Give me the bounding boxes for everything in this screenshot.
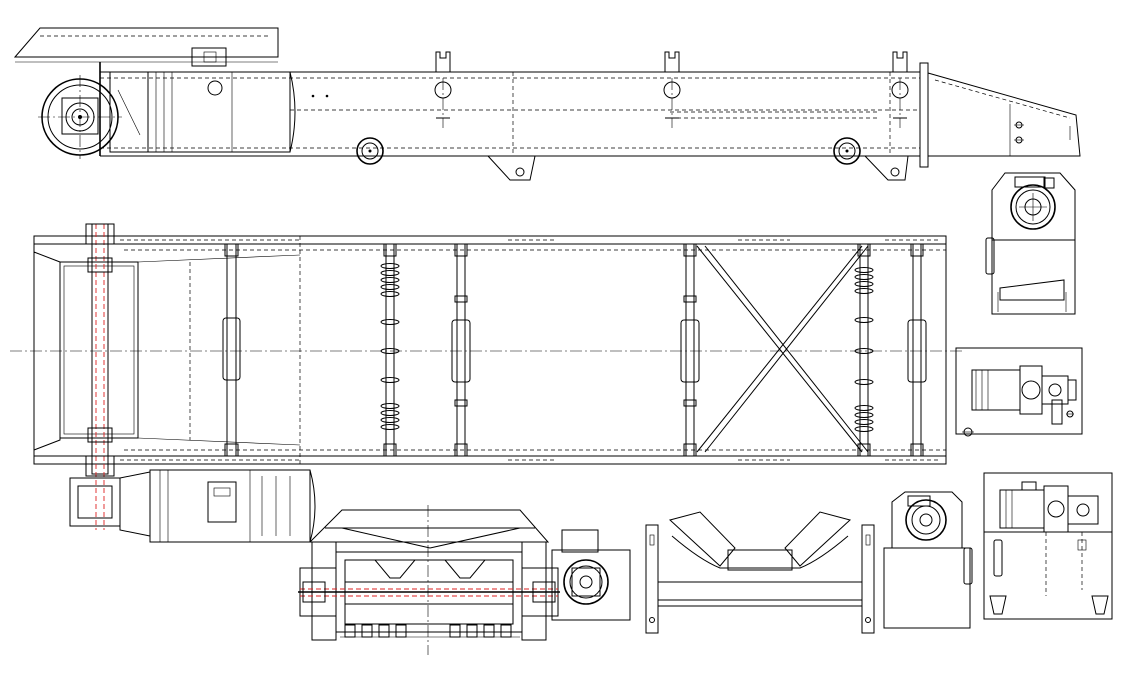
- side-foot-2: [864, 155, 909, 181]
- plan-idler-2-rings: [380, 263, 400, 430]
- plan-idler-3: [451, 243, 471, 457]
- side-drive-gear: [38, 75, 122, 159]
- head-pulley-gearmotor: [551, 529, 631, 621]
- motor-plan-detail: [955, 347, 1083, 437]
- plan-idler-5: [854, 243, 874, 457]
- side-motor: [109, 71, 296, 153]
- motor-end-view: [883, 491, 973, 629]
- head-pulley-section: [298, 505, 631, 655]
- side-hanger-2: [663, 51, 681, 128]
- side-hanger-1: [434, 51, 452, 128]
- troughing-idler-view: [645, 511, 875, 634]
- side-tail-section: [919, 62, 1081, 168]
- side-return-idler-1: [356, 137, 384, 165]
- plan-head-chute: [33, 251, 301, 451]
- plan-idler-4: [680, 243, 700, 457]
- side-frame: [99, 62, 920, 157]
- side-return-idler-2: [833, 137, 861, 165]
- drive-unit-front: [983, 472, 1113, 620]
- plan-idler-2: [380, 243, 400, 457]
- plan-idler-1: [222, 243, 241, 457]
- plan-edge-hatching: [120, 236, 940, 464]
- head-pulley-scraper: [340, 624, 520, 638]
- side-foot-1: [487, 155, 536, 181]
- top-plan-view: [10, 223, 965, 543]
- side-elevation-view: [13, 27, 1081, 181]
- side-hanger-3: [891, 51, 909, 128]
- plan-drive-motor: [69, 469, 316, 543]
- drive-end-view: [985, 172, 1076, 315]
- plan-idler-5-rings: [854, 267, 874, 432]
- plan-cross-bracing: [696, 245, 869, 453]
- plan-drive-shaft: [85, 223, 115, 530]
- plan-idler-6: [907, 243, 927, 457]
